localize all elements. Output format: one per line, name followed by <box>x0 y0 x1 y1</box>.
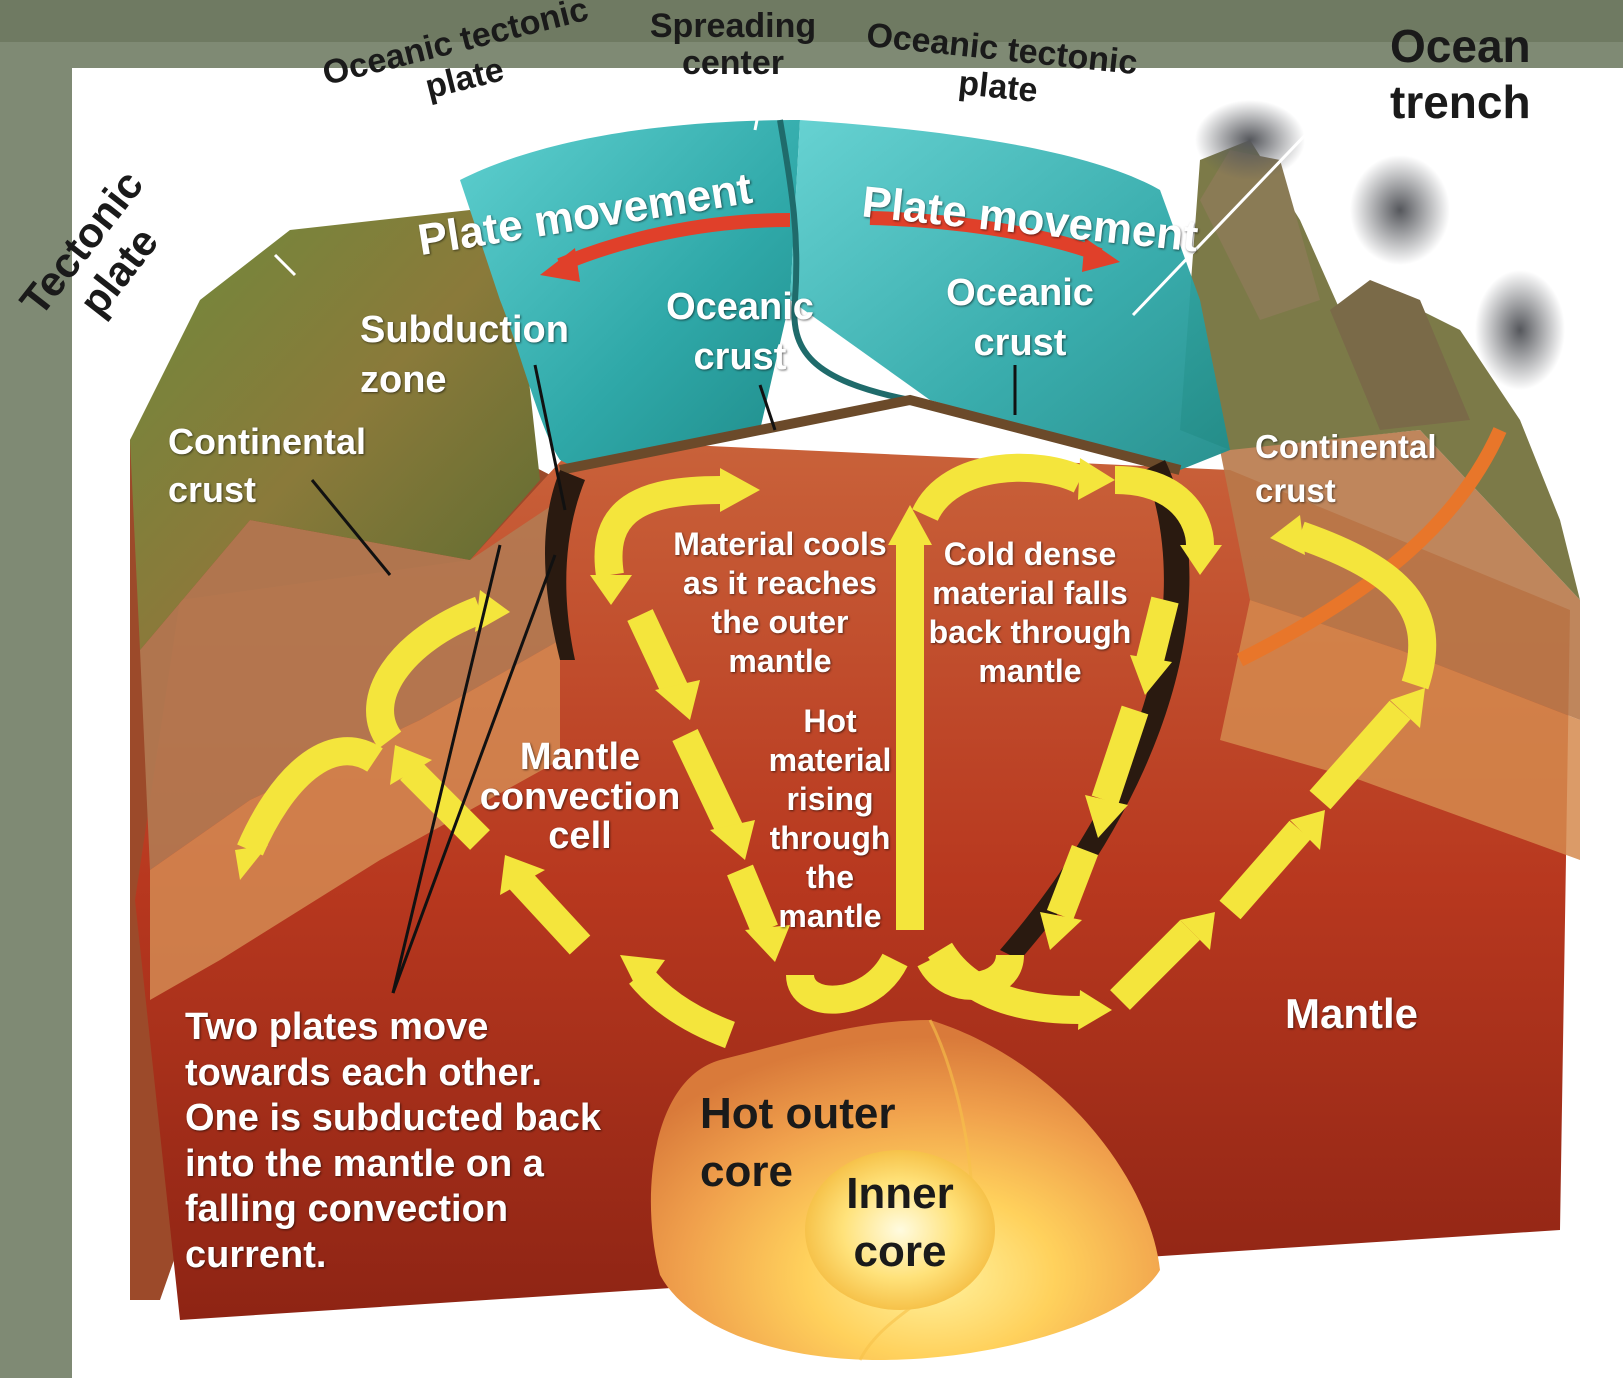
label-inner-core: Inner core <box>820 1165 980 1281</box>
smoke-plume-3 <box>1475 270 1565 390</box>
label-two-plates: Two plates move towards each other. One … <box>185 1005 705 1279</box>
label-hot-material: Hot material rising through the mantle <box>740 702 920 936</box>
label-oceanic-crust-right: Oceanic crust <box>920 268 1120 368</box>
label-subduction-zone: Subduction zone <box>360 305 600 405</box>
label-material-cools: Material cools as it reaches the outer m… <box>655 525 905 681</box>
label-ocean-trench: Ocean trench <box>1390 18 1590 130</box>
label-spreading-center: Spreading center <box>638 8 828 83</box>
smoke-plume-2 <box>1350 155 1450 265</box>
label-continental-crust-left: Continental crust <box>168 418 428 513</box>
label-oceanic-crust-left: Oceanic crust <box>640 282 840 382</box>
label-mantle: Mantle <box>1285 990 1485 1037</box>
label-cold-dense: Cold dense material falls back through m… <box>905 535 1155 691</box>
smoke-plume-1 <box>1195 100 1305 180</box>
label-mantle-convection: Mantle convection cell <box>460 738 700 857</box>
label-continental-crust-right: Continental crust <box>1255 425 1485 512</box>
